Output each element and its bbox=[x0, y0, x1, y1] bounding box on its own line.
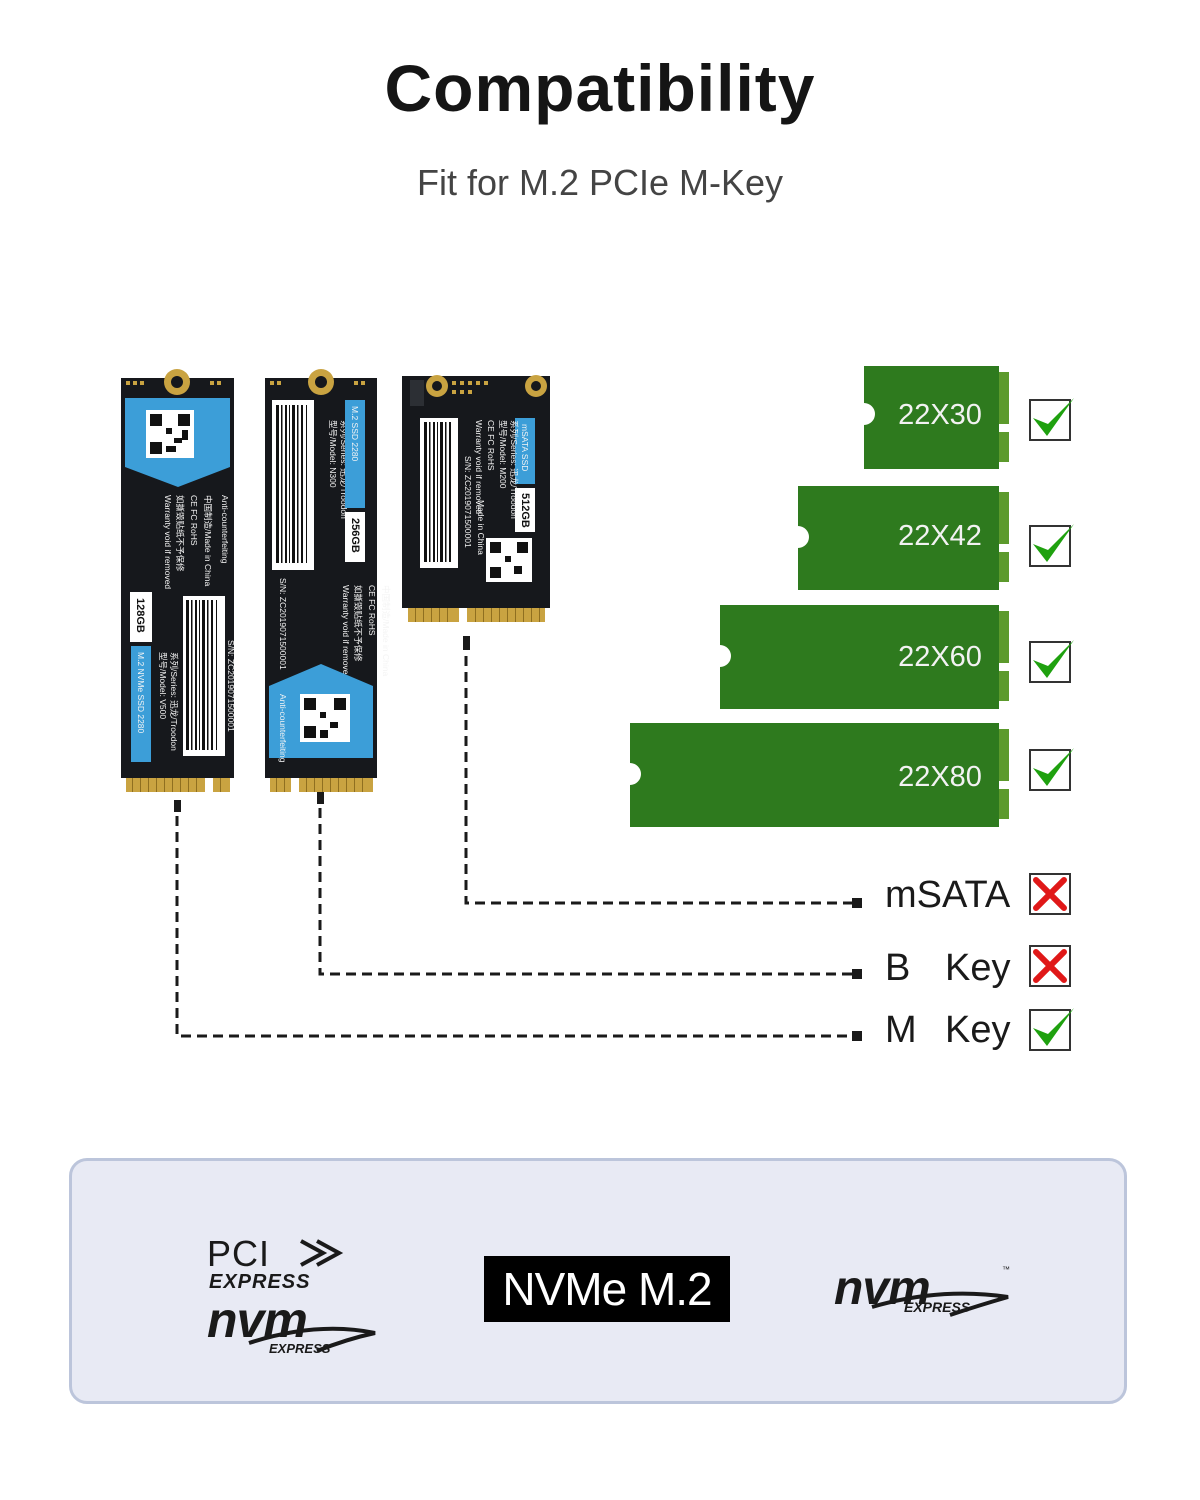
ssd1-series: 系列/Series: 迅龙/Troodon bbox=[169, 652, 179, 751]
ssd2-model: 型号/Model: N300 bbox=[328, 420, 338, 488]
interface-word-m-key: Key bbox=[945, 1009, 1010, 1051]
ssd2-warranty-cn: 如撕毁贴纸不予保修 bbox=[353, 585, 363, 662]
size-label-22x60: 22X60 bbox=[898, 641, 982, 673]
ssd1-gold-contacts bbox=[126, 778, 230, 792]
pci-logo-text: PCI bbox=[207, 1233, 271, 1274]
nvm-swoosh-icon bbox=[248, 1326, 376, 1353]
trademark-mark: ™ bbox=[1002, 1265, 1010, 1274]
page-title: Compatibility bbox=[384, 51, 816, 125]
check-icon-22x42 bbox=[1029, 524, 1074, 567]
nvm-swoosh-icon-2 bbox=[871, 1291, 1009, 1317]
ssd-sata-2280: 型号/Model: N300 系列/Series: 迅龙/Troodon M.2… bbox=[265, 369, 391, 792]
size-label-22x42: 22X42 bbox=[898, 520, 982, 552]
ssd1-warranty-cn: 如撕毁贴纸不予保修 bbox=[175, 495, 185, 572]
connector-m-key bbox=[175, 800, 852, 1038]
ssd2-anti-label: Anti-counterfeiting bbox=[278, 694, 288, 763]
connector-b-key bbox=[318, 792, 852, 976]
nvm-express-logo: nvm EXPRESS ™ bbox=[834, 1261, 1014, 1331]
ssd1-origin: 中国制造/Made in China bbox=[203, 495, 213, 586]
ssd3-certs: CE FC RoHS bbox=[486, 420, 496, 471]
check-icon-m-key bbox=[1029, 1008, 1074, 1051]
compatibility-diagram: Anti-counterfeiting Warranty void if rem… bbox=[121, 366, 1074, 1051]
connector-m-key-start bbox=[174, 800, 181, 812]
connector-lines bbox=[175, 640, 852, 1038]
ssd1-warranty: Warranty void if removed bbox=[163, 495, 173, 589]
connector-m-key-end bbox=[852, 1031, 862, 1041]
ssd2-series: 系列/Series: 迅龙/Troodon bbox=[339, 420, 349, 519]
connector-msata bbox=[464, 640, 852, 905]
pci-arrows-icon bbox=[300, 1239, 344, 1267]
size-label-22x30: 22X30 bbox=[898, 399, 982, 431]
ssd1-capacity: 128GB bbox=[134, 598, 146, 633]
ssd2-certs: CE FC RoHS bbox=[367, 585, 377, 636]
ssd1-anti-label: Anti-counterfeiting bbox=[220, 495, 230, 564]
connector-b-key-end bbox=[852, 969, 862, 979]
nvm-express-text: EXPRESS bbox=[269, 1341, 331, 1356]
pci-express-nvm-logo: PCI EXPRESS nvm EXPRESS bbox=[207, 1233, 377, 1356]
ssd3-capacity: 512GB bbox=[519, 493, 531, 528]
size-board-22x42: 22X42 bbox=[798, 486, 1009, 590]
ssd2-warranty: Warranty void if removed bbox=[341, 585, 351, 679]
ssd2-product-tag: M.2 SSD 2280 bbox=[350, 406, 360, 462]
check-icon-22x30 bbox=[1029, 398, 1074, 441]
connector-b-key-start bbox=[317, 792, 324, 804]
nvme-m2-logo: NVMe M.2 bbox=[484, 1256, 730, 1322]
page-subtitle: Fit for M.2 PCIe M-Key bbox=[416, 162, 784, 203]
cross-icon-msata bbox=[1029, 873, 1071, 915]
ssd3-warranty: Warranty void if removed bbox=[474, 420, 484, 514]
ssd3-gold-contacts bbox=[408, 608, 545, 622]
ssd1-certs: CE FC RoHS bbox=[189, 495, 199, 546]
ssd3-model: 型号/Model: M200 bbox=[498, 420, 508, 489]
nvm-express-text-2: EXPRESS bbox=[904, 1299, 971, 1315]
ssd-nvme-2280: Anti-counterfeiting Warranty void if rem… bbox=[121, 369, 236, 792]
interface-letter-m: M bbox=[885, 1009, 917, 1051]
connector-msata-start bbox=[463, 636, 470, 650]
connector-msata-end bbox=[852, 898, 862, 908]
ssd1-model: 型号/Model: V500 bbox=[158, 652, 168, 719]
ssd1-serial: S/N: ZC2019071500001 bbox=[226, 640, 236, 732]
cross-icon-b-key bbox=[1029, 945, 1071, 987]
ssd3-origin: Made in China bbox=[476, 500, 486, 555]
interface-letter-b: B bbox=[885, 947, 910, 989]
size-board-22x60: 22X60 bbox=[720, 605, 1009, 709]
interface-word-b-key: Key bbox=[945, 947, 1010, 989]
logo-panel: PCI EXPRESS nvm EXPRESS NVMe M.2 nvm EXP… bbox=[69, 1158, 1127, 1404]
size-board-22x80: 22X80 bbox=[630, 723, 1009, 827]
ssd2-capacity: 256GB bbox=[349, 518, 361, 553]
ssd2-gold-contacts bbox=[270, 778, 373, 792]
ssd3-serial: S/N: ZC2019071500001 bbox=[463, 456, 473, 548]
ssd2-serial: S/N: ZC2019071500001 bbox=[278, 578, 288, 670]
ssd-msata: mSATA SSD 512GB 型号/Model: M200 系列/Series… bbox=[402, 375, 550, 622]
check-icon-22x80 bbox=[1029, 748, 1074, 791]
pci-express-text: EXPRESS bbox=[209, 1271, 311, 1293]
ssd2-origin: 中国制造/Made in China bbox=[381, 585, 391, 676]
size-board-22x30: 22X30 bbox=[864, 366, 1009, 469]
check-icon-22x60 bbox=[1029, 640, 1074, 683]
interface-label-msata: mSATA bbox=[885, 874, 1011, 916]
ssd3-series: 系列/Series: 迅龙/Troodon bbox=[509, 420, 519, 519]
size-label-22x80: 22X80 bbox=[898, 761, 982, 793]
ssd1-product-tag: M.2 NVMe SSD 2280 bbox=[136, 652, 146, 734]
ssd3-product-tag: mSATA SSD bbox=[520, 424, 530, 471]
